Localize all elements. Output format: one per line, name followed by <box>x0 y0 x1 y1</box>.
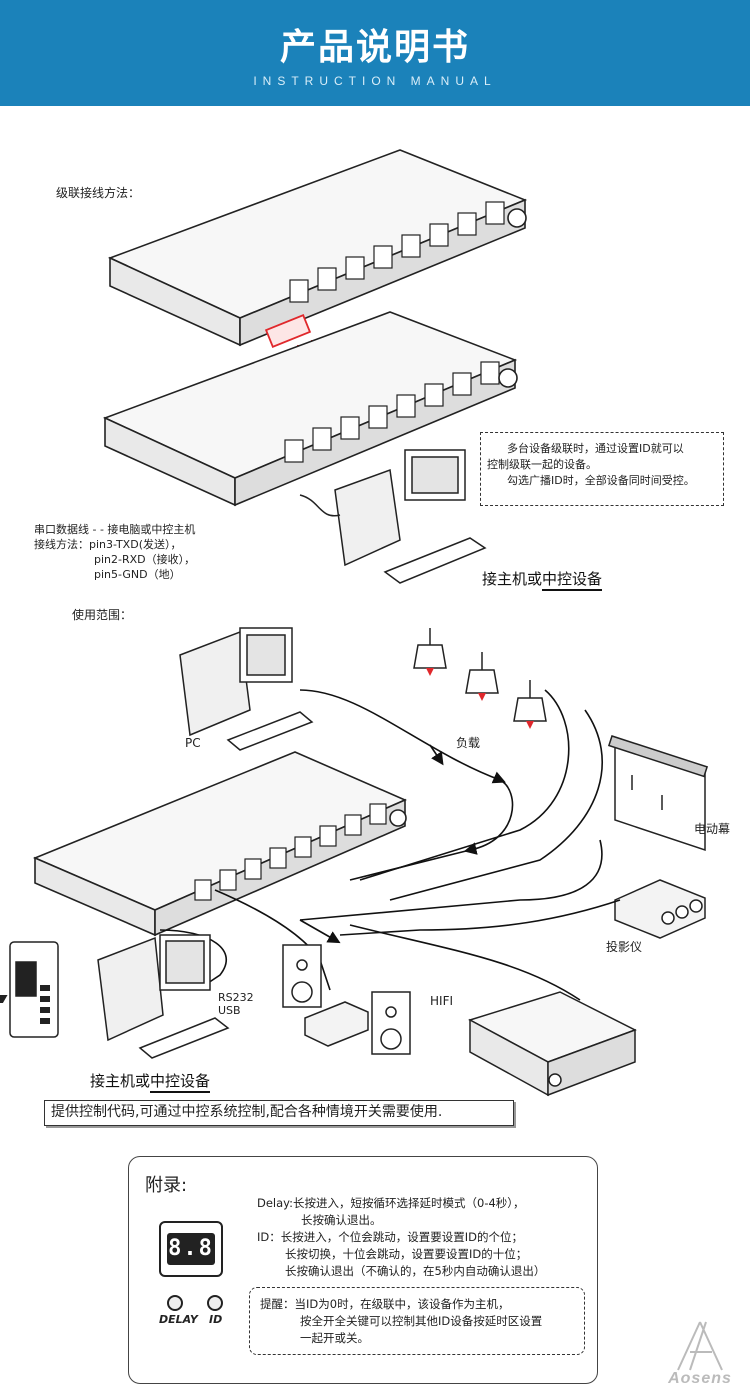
usage-pdu <box>32 751 407 937</box>
label-usb: USB <box>218 1004 241 1017</box>
control-code-note: 提供控制代码,可通过中控系统控制,配合各种情境开关需要使用. <box>44 1100 514 1126</box>
appendix-line-4: 长按切换，十位会跳动，设置要设置ID的十位； <box>285 1247 528 1261</box>
serial-line-4: pin5-GND（地） <box>94 568 181 581</box>
brand-name: Aosens <box>668 1370 732 1387</box>
reminder-line-2: 按全开全关键可以控制其他ID设备按延时区设置 <box>300 1314 543 1328</box>
cascade-computer <box>299 449 487 584</box>
usage-projector <box>614 879 706 939</box>
appendix-reminder: 提醒：当ID为0时，在级联中，该设备作为主机， 按全开全关键可以控制其他ID设备… <box>249 1287 585 1355</box>
usage-screen <box>607 735 709 852</box>
usage-computer-host <box>97 934 230 1059</box>
cascade-note-line-2: 控制级联一起的设备。 <box>487 458 597 471</box>
pdu-unit-top <box>107 149 528 347</box>
usage-heading: 使用范围： <box>72 608 133 622</box>
cascade-note-line-1: 多台设备级联时，通过设置ID就可以 <box>507 442 684 455</box>
reminder-line-1: 提醒：当ID为0时，在级联中，该设备作为主机， <box>260 1297 510 1311</box>
display-digits: 8.8 <box>167 1233 215 1265</box>
page-header: 产品说明书 INSTRUCTION MANUAL <box>0 0 750 106</box>
id-button-label: ID <box>209 1313 223 1326</box>
serial-line-1: 串口数据线 - - 接电脑或中控主机 <box>34 523 196 536</box>
usage-pc <box>179 627 314 751</box>
cascade-heading: 级联接线方法： <box>56 186 141 200</box>
label-projector: 投影仪 <box>606 940 643 954</box>
label-hifi: HIFI <box>430 994 454 1008</box>
page-title: 产品说明书 <box>279 27 470 68</box>
usage-hifi <box>282 944 411 1055</box>
brand-logo-icon <box>677 1321 723 1371</box>
usage-host-label-b: 中控设备 <box>150 1072 211 1093</box>
label-pc: PC <box>185 736 201 750</box>
digit-display: 8.8 <box>159 1221 223 1277</box>
id-button[interactable] <box>207 1295 223 1311</box>
usage-control-panel <box>9 941 59 1038</box>
appendix-line-3: ID：长按进入，个位会跳动，设置要设置ID的个位； <box>257 1230 523 1244</box>
label-screen: 电动幕 <box>694 822 731 836</box>
delay-button-label: DELAY <box>159 1313 198 1326</box>
cascade-note: 多台设备级联时，通过设置ID就可以 控制级联一起的设备。 勾选广播ID时，全部设… <box>480 432 724 506</box>
appendix-line-1: Delay:长按进入，短按循环选择延时模式（0-4秒）， <box>257 1196 525 1210</box>
usage-rack-device <box>0 991 637 1097</box>
appendix-line-5: 长按确认退出（不确认的，在5秒内自动确认退出） <box>285 1264 546 1278</box>
usage-host-label: 接主机或中控设备 <box>90 1070 211 1093</box>
reminder-line-3: 一起开或关。 <box>300 1331 369 1345</box>
appendix-panel: 附录: 8.8 DELAY ID Delay:长按进入，短按循环选择延时模式（0… <box>128 1156 598 1384</box>
label-rs232: RS232 <box>218 991 254 1004</box>
usage-lights <box>413 628 547 729</box>
cascade-host-label-b: 中控设备 <box>542 570 603 591</box>
pdu-unit-bottom <box>102 311 518 507</box>
serial-line-2: 接线方法：pin3-TXD(发送）， <box>34 538 182 551</box>
cascade-note-line-3: 勾选广播ID时，全部设备同时间受控。 <box>507 474 695 487</box>
appendix-line-2: 长按确认退出。 <box>301 1213 382 1227</box>
cascade-host-label-a: 接主机或 <box>482 570 543 588</box>
delay-button[interactable] <box>167 1295 183 1311</box>
appendix-title: 附录: <box>145 1175 188 1196</box>
serial-line-3: pin2-RXD（接收）， <box>94 553 196 566</box>
usage-cables <box>159 689 621 1001</box>
page-subtitle: INSTRUCTION MANUAL <box>253 74 497 88</box>
usage-host-label-a: 接主机或 <box>90 1072 151 1090</box>
label-load: 负载 <box>456 736 481 750</box>
brand-logo: Aosens <box>660 1318 740 1388</box>
cascade-host-label: 接主机或中控设备 <box>482 568 603 591</box>
